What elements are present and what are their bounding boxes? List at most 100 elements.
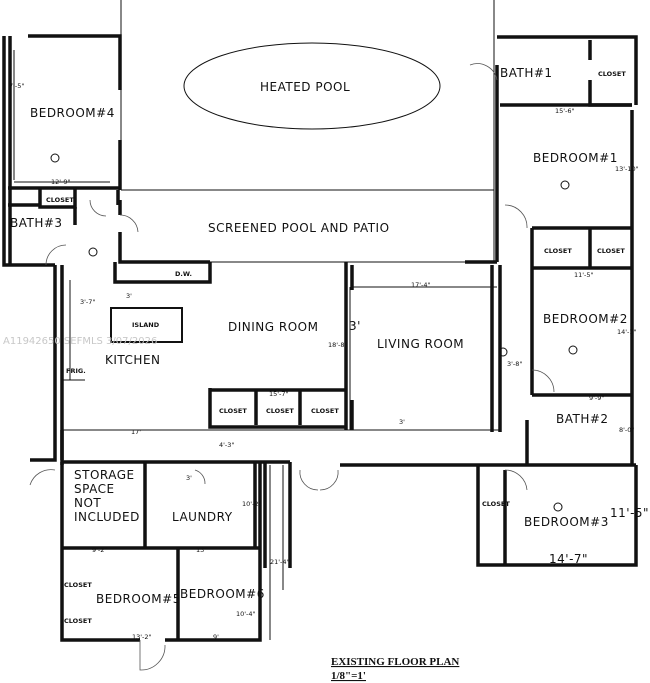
smoke-detector-icon	[88, 247, 98, 257]
dim-laundry-width: 13'	[196, 546, 206, 554]
kitchen-island	[110, 307, 183, 343]
closet-label-dining-2: CLOSET	[266, 407, 294, 415]
dishwasher-label: D.W.	[175, 270, 192, 278]
closet-label-bath1: CLOSET	[598, 70, 626, 78]
laundry-label: LAUNDRY	[172, 510, 233, 524]
dim-closets-width: 15'-7"	[269, 390, 289, 398]
dim-living-width: 17'-4"	[411, 281, 431, 289]
dim-bedroom3-length: 11'-5"	[610, 506, 649, 520]
dim-kitchen-island-gap: 3'	[126, 292, 132, 300]
door-swing	[45, 244, 67, 266]
bath3-label: BATH#3	[10, 216, 63, 230]
wall-segment	[208, 388, 345, 429]
fridge-label: FRIG.	[66, 367, 86, 375]
dim-living-opening: 3'	[399, 418, 405, 426]
wall-segment	[165, 462, 262, 642]
closet-label-bedroom5-b: CLOSET	[64, 617, 92, 625]
bedroom5-label: BEDROOM#5	[96, 592, 181, 606]
dim-laundry-opening: 3'	[186, 474, 192, 482]
plan-scale: 1/8"=1'	[331, 670, 366, 682]
smoke-detector-icon	[50, 153, 60, 163]
closet-label-bedroom2-b: CLOSET	[597, 247, 625, 255]
wall-segment	[497, 35, 638, 105]
dining-room-label: DINING ROOM	[228, 320, 318, 334]
plan-title: EXISTING FLOOR PLAN	[331, 656, 459, 668]
screened-pool-patio-label: SCREENED POOL AND PATIO	[208, 221, 390, 235]
storage-label-2: SPACE	[74, 482, 115, 496]
door-swing	[89, 199, 107, 217]
closet-label-dining-1: CLOSET	[219, 407, 247, 415]
dim-wing-length: 21'-4"	[270, 558, 290, 566]
pool-shape	[183, 42, 441, 130]
door-swing	[139, 640, 166, 671]
wall-segment	[588, 80, 632, 107]
smoke-detector-icon	[553, 502, 563, 512]
bedroom2-label: BEDROOM#2	[543, 312, 628, 326]
bedroom3-label: BEDROOM#3	[524, 515, 609, 529]
dim-laundry-length: 10'-2"	[242, 500, 262, 508]
wall-segment	[118, 232, 210, 264]
door-swing	[29, 469, 56, 486]
dim-hall-width: 3'-8"	[507, 360, 522, 368]
door-swing	[319, 469, 339, 491]
door-swing	[469, 63, 498, 81]
door-swing	[504, 204, 528, 229]
dim-bedroom1-length: 13'-10"	[615, 165, 639, 173]
wall-segment	[28, 34, 122, 90]
door-swing	[504, 469, 528, 491]
kitchen-label: KITCHEN	[105, 353, 161, 367]
door-swing	[531, 369, 555, 393]
door-swing	[194, 469, 206, 485]
dim-bedroom2-width: 11'-5"	[574, 271, 594, 279]
dim-bedroom2-length: 14'-1"	[617, 328, 637, 336]
dim-bedroom1-width: 15'-6"	[555, 107, 575, 115]
heated-pool-label: HEATED POOL	[260, 80, 350, 94]
door-swings	[29, 63, 555, 671]
closet-label-bedroom3: CLOSET	[482, 500, 510, 508]
dim-bedroom3-width: 14'-7"	[549, 552, 588, 566]
dim-bedroom5-width: 13'-2"	[132, 633, 152, 641]
storage-label-1: STORAGE	[74, 468, 135, 482]
island-label: ISLAND	[132, 321, 160, 329]
dim-bedroom4-width: 7'-5"	[9, 82, 24, 90]
wall-segment	[2, 36, 55, 267]
door-swing	[119, 214, 139, 233]
wall-segment	[113, 262, 212, 284]
dim-storage-width: 9'-2"	[92, 546, 107, 554]
dim-kitchen-aisle: 3'-7"	[80, 298, 95, 306]
smoke-detector-icons	[50, 153, 578, 512]
closet-label-bedroom2-a: CLOSET	[544, 247, 572, 255]
smoke-detector-icon	[568, 345, 578, 355]
dim-kitchen-length: 17'	[131, 428, 141, 436]
dim-bedroom6-width: 9'	[213, 633, 219, 641]
living-room-label: LIVING ROOM	[377, 337, 464, 351]
storage-label-3: NOT	[74, 496, 101, 510]
dim-bedroom6-length: 10'-4"	[236, 610, 256, 618]
wall-segment	[38, 188, 77, 209]
closet-label-dining-3: CLOSET	[311, 407, 339, 415]
dim-bath2-length: 8'-0"	[619, 426, 634, 434]
dim-bath2-width: 9'-9"	[589, 394, 604, 402]
smoke-detector-icon	[560, 180, 570, 190]
storage-label-4: INCLUDED	[74, 510, 140, 524]
smoke-detector-icon	[498, 347, 508, 357]
walls	[2, 34, 638, 642]
dim-dining-opening: 3'	[349, 319, 361, 333]
bath2-label: BATH#2	[556, 412, 609, 426]
door-swing	[299, 469, 319, 491]
watermark: A11942650 SEFMLS 3/07/2026	[3, 336, 157, 347]
dim-bedroom4-length: 12'-9"	[51, 178, 71, 186]
closet-label-bedroom5-a: CLOSET	[64, 581, 92, 589]
wall-segment	[476, 465, 638, 567]
thin-lines	[13, 0, 500, 640]
dim-hall-depth: 4'-3"	[219, 441, 234, 449]
dim-dining-depth: 18'-8"	[328, 341, 348, 349]
bedroom4-label: BEDROOM#4	[30, 106, 115, 120]
bedroom6-label: BEDROOM#6	[180, 587, 265, 601]
closet-label-bath3: CLOSET	[46, 196, 74, 204]
bedroom1-label: BEDROOM#1	[533, 151, 618, 165]
wall-segment	[30, 265, 57, 462]
bath1-label: BATH#1	[500, 66, 553, 80]
wall-segment	[60, 462, 140, 642]
